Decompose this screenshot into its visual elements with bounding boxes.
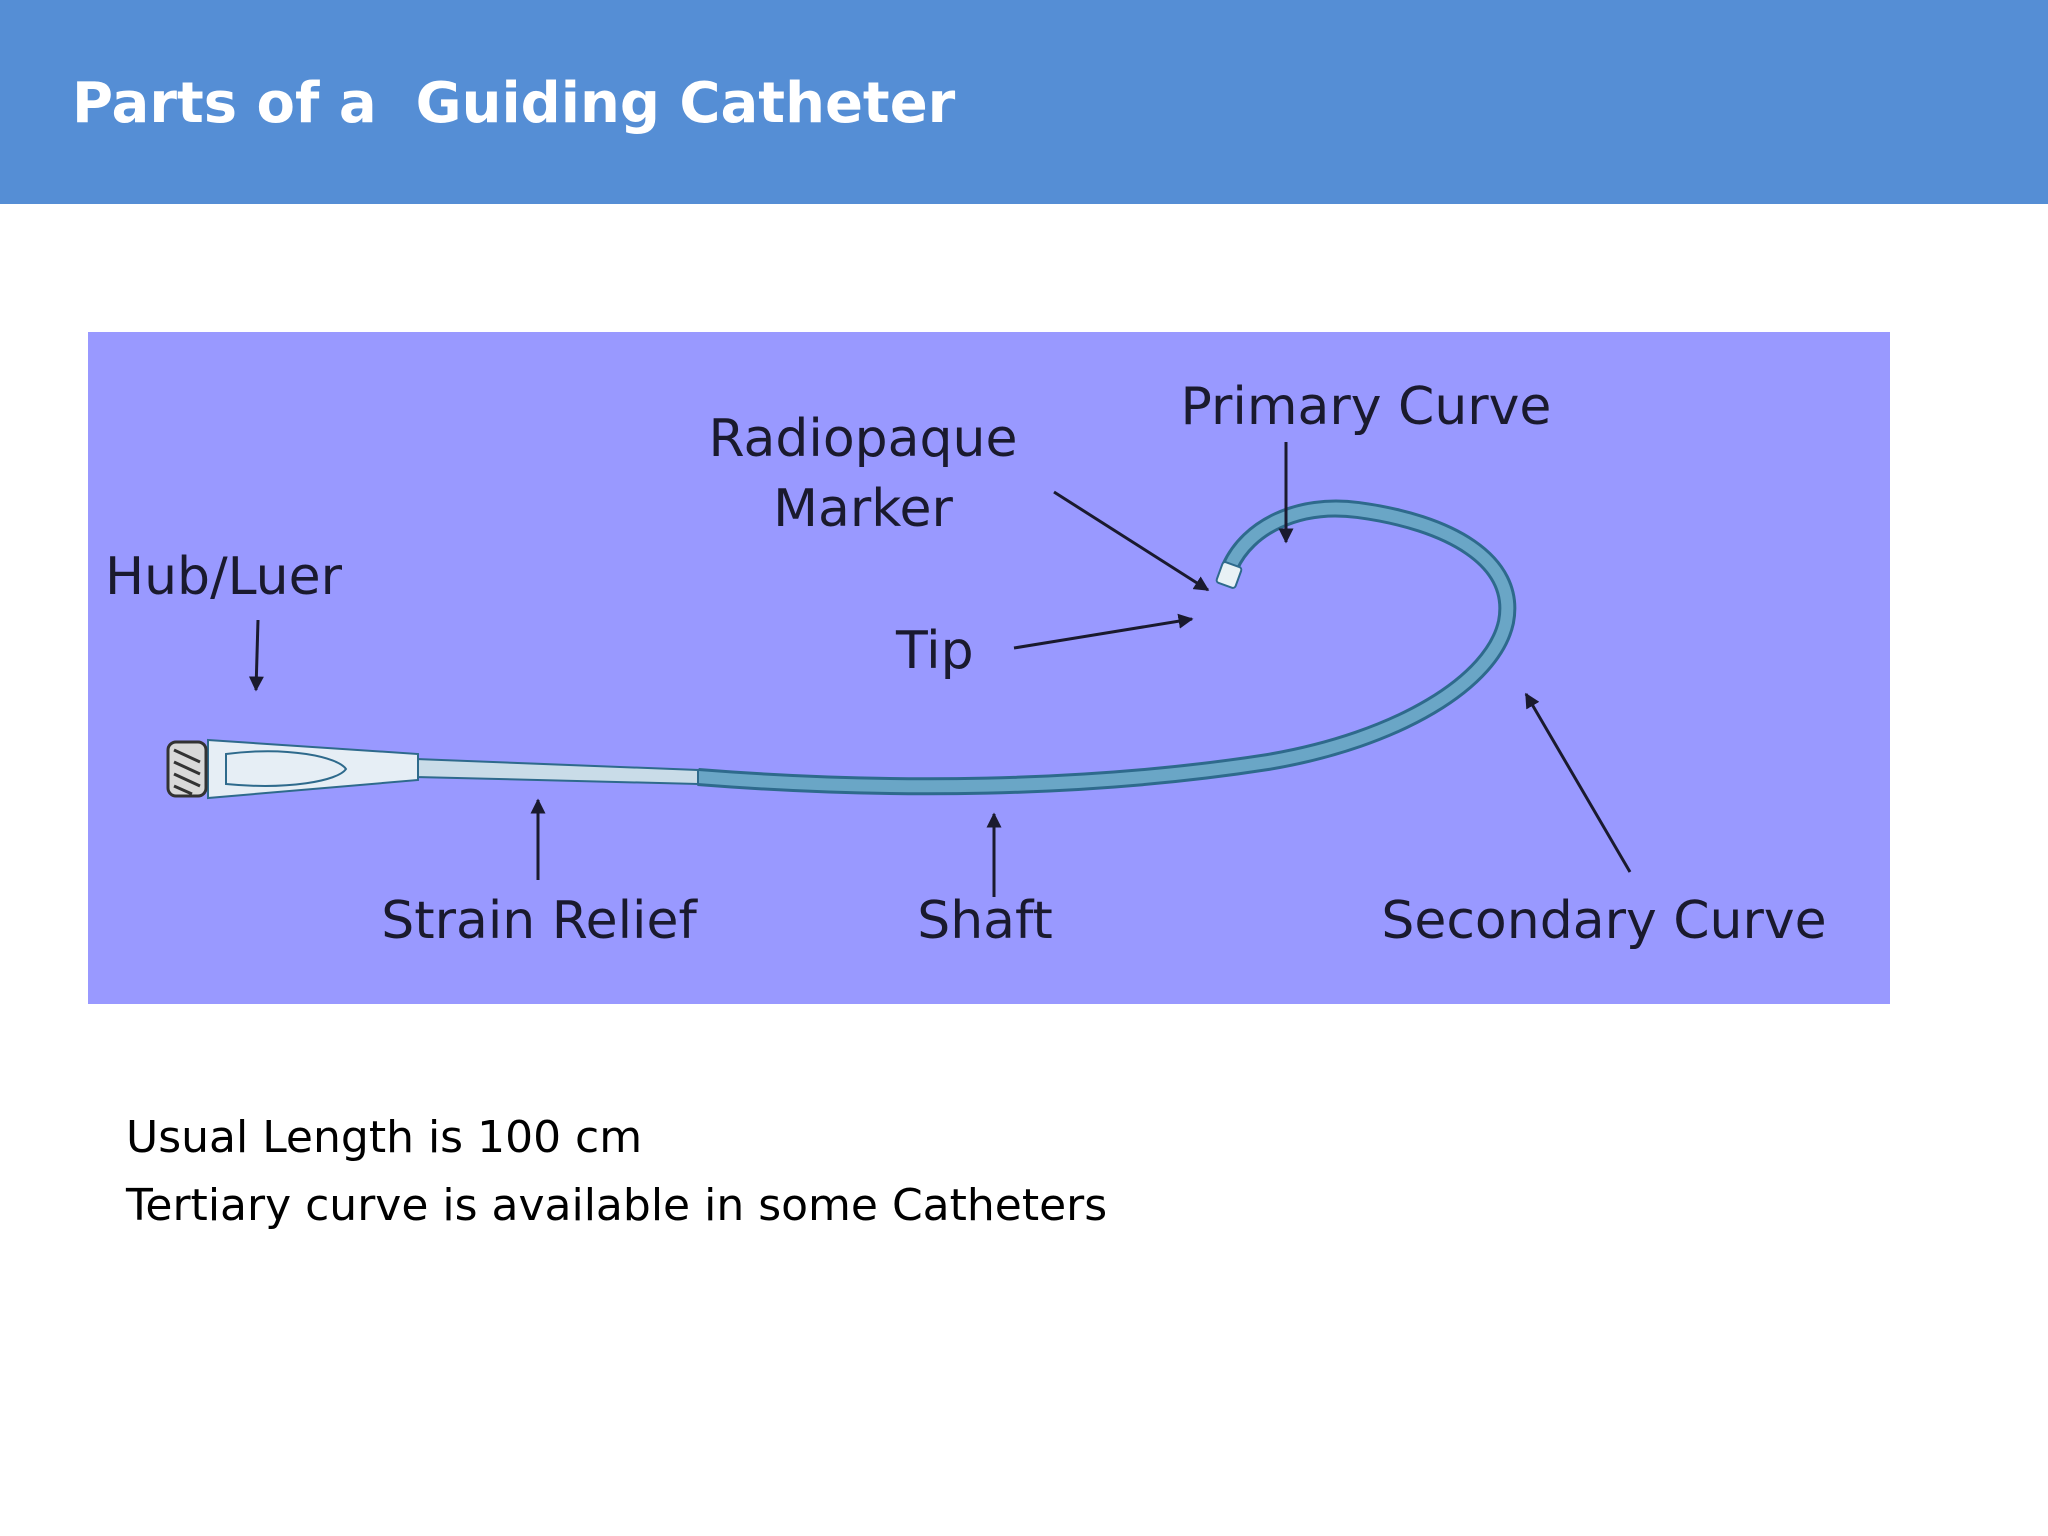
catheter-shaft — [697, 502, 1514, 793]
bullet-usual-length: Usual Length is 100 cm — [126, 1112, 643, 1163]
catheter-shaft-group — [697, 499, 1517, 796]
bullet-tertiary-curve: Tertiary curve is available in some Cath… — [126, 1180, 1108, 1231]
label-tip: Tip — [895, 621, 974, 681]
catheter-tip-marker — [1215, 561, 1243, 589]
hub-lumen — [225, 750, 348, 787]
catheter-diagram-svg: Radiopaque Marker Primary Curve Hub/Luer… — [105, 377, 1827, 951]
label-secondary-curve: Secondary Curve — [1381, 891, 1826, 951]
label-marker: Marker — [773, 479, 953, 539]
radiopaque-marker-arrow — [1053, 490, 1210, 592]
label-radiopaque: Radiopaque — [709, 409, 1018, 469]
label-strain-relief: Strain Relief — [381, 891, 698, 951]
hub-body — [207, 738, 419, 800]
slide-title: Parts of a Guiding Catheter — [72, 71, 956, 136]
catheter-diagram: Radiopaque Marker Primary Curve Hub/Luer… — [88, 332, 1890, 1004]
tip-arrow — [1013, 613, 1194, 650]
hub-luer — [166, 738, 419, 800]
label-hub-luer: Hub/Luer — [105, 547, 343, 607]
secondary-curve-arrow — [1524, 692, 1632, 873]
catheter-shaft-outline — [697, 499, 1517, 796]
slide-body-text: Usual Length is 100 cm Tertiary curve is… — [126, 1104, 1107, 1240]
label-primary-curve: Primary Curve — [1181, 377, 1552, 437]
hub-luer-arrow — [248, 619, 264, 692]
strain-relief — [415, 757, 699, 786]
luer-thread-lines — [173, 748, 201, 796]
title-bar: Parts of a Guiding Catheter — [0, 0, 2048, 204]
label-shaft: Shaft — [917, 891, 1053, 951]
